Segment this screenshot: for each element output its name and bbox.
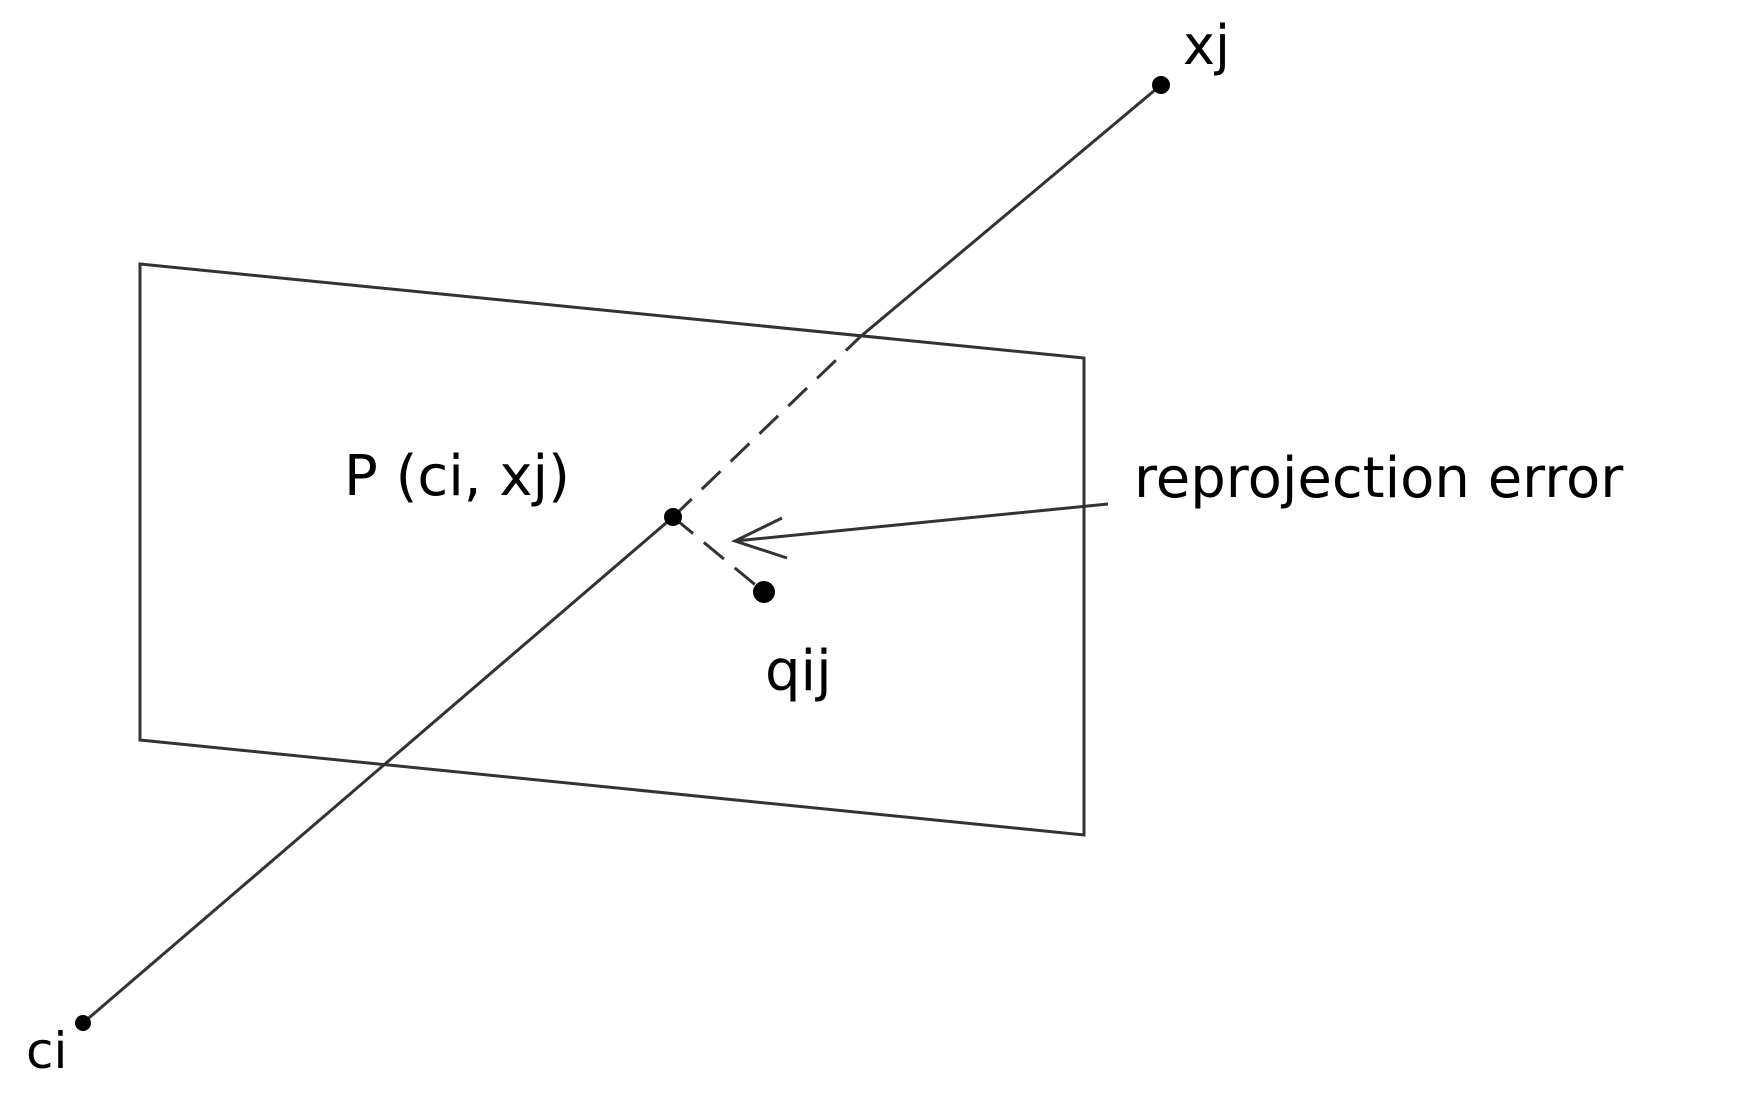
observed-point-marker (753, 581, 775, 603)
image-plane (138, 262, 1086, 837)
error-annotation-arrowhead (731, 516, 788, 560)
camera-center-marker (75, 1015, 91, 1031)
projection-ray-back (859, 83, 1162, 339)
observed-point-label: qij (765, 639, 832, 704)
reprojection-error-segment (672, 515, 765, 594)
projection-ray-hidden-segment (671, 335, 862, 519)
world-point-marker (1152, 76, 1170, 94)
error-annotation-arrow-line (734, 502, 1109, 543)
error-annotation-label: reprojection error (1134, 446, 1624, 511)
projection-ray-front (82, 515, 674, 1025)
projected-point-marker (664, 508, 682, 526)
world-point-label: xj (1183, 14, 1230, 77)
projected-point-label: P (ci, xj) (344, 444, 570, 509)
camera-center-label: ci (26, 1022, 67, 1080)
